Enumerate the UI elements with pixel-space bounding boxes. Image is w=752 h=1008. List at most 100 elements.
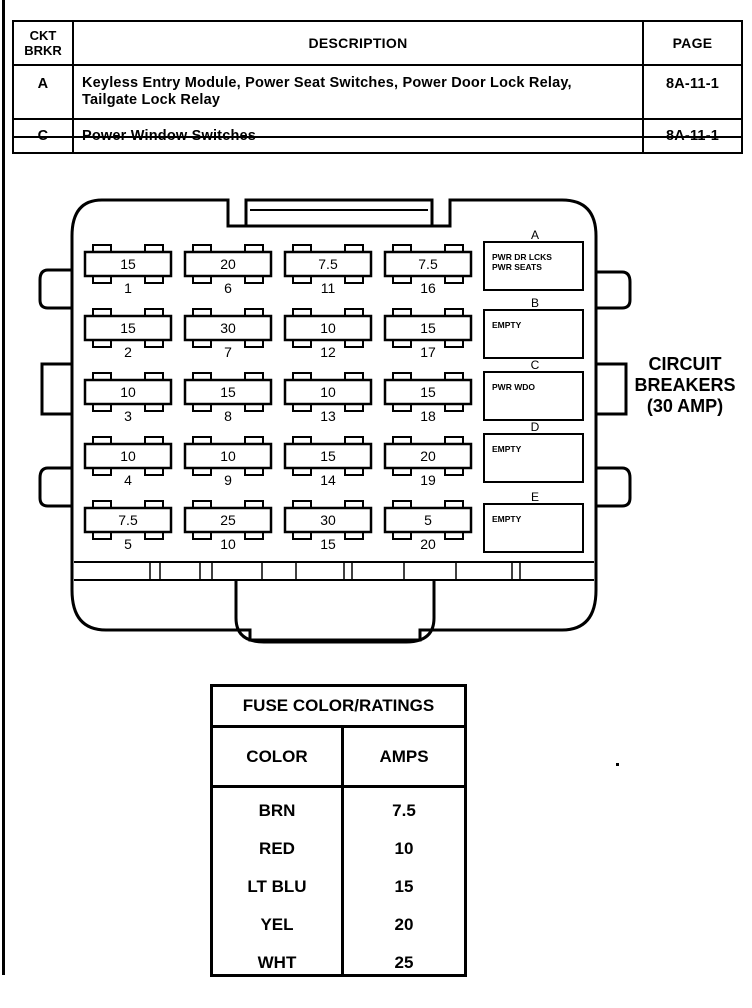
- fuse-number: 6: [224, 280, 232, 296]
- fuse-body: [83, 378, 173, 406]
- fuse-body: [83, 250, 173, 278]
- fuse-number: 7: [224, 344, 232, 360]
- breaker-cell: C: [14, 120, 74, 152]
- fuse: [83, 500, 173, 540]
- fuse: [283, 500, 373, 540]
- fuse-number: 14: [320, 472, 336, 488]
- fuse: [183, 244, 273, 284]
- breaker-header-line-2: BRKR: [24, 43, 62, 58]
- fuse: [83, 436, 173, 476]
- fuse-rating: 15: [120, 256, 136, 272]
- circuit-breaker-slot: [483, 309, 584, 359]
- fuse-color-value: BRN: [258, 801, 296, 820]
- fuse-rating: 25: [220, 512, 236, 528]
- fuse-rating: 15: [120, 320, 136, 336]
- breaker-column-header: CKT BRKR: [14, 22, 74, 64]
- fuse: [383, 436, 473, 476]
- fuse-rating: 5: [424, 512, 432, 528]
- fuse: [283, 372, 373, 412]
- circuit-breaker-reference-table: CKT BRKR DESCRIPTION PAGE A Keyless Entr…: [12, 20, 743, 154]
- fuse: [283, 244, 373, 284]
- fuse-number: 20: [420, 536, 436, 552]
- circuit-breaker-label-line: EMPTY: [492, 320, 522, 330]
- circuit-breaker-label: EMPTY: [492, 514, 521, 524]
- circuit-breaker-letter: C: [530, 358, 540, 372]
- circuit-breaker-letter: B: [530, 296, 539, 310]
- fuse-rating: 10: [320, 320, 336, 336]
- description-cell: Keyless Entry Module, Power Seat Switche…: [74, 66, 644, 136]
- fuse-body: [383, 250, 473, 278]
- page-header-text: PAGE: [672, 35, 713, 51]
- fuse-amps-value: 20: [394, 915, 414, 934]
- circuit-breaker-label: EMPTY: [492, 444, 521, 454]
- fuse-body: [83, 442, 173, 470]
- fuse: [183, 436, 273, 476]
- page-cell: 8A-11-1: [644, 120, 741, 152]
- fuse-number: 17: [420, 344, 436, 360]
- fuse-body: [83, 506, 173, 534]
- fuse: [83, 372, 173, 412]
- breaker-letter: C: [37, 127, 49, 144]
- fuse-amps-value: 15: [394, 877, 414, 896]
- circuit-breaker-label: EMPTY: [492, 320, 521, 330]
- reference-table-row: C Power Window Switches 8A-11-1: [12, 118, 743, 154]
- description-line: Power Window Switches: [82, 127, 257, 144]
- page-reference: 8A-11-1: [666, 76, 719, 92]
- circuit-breaker-slot: [483, 241, 584, 291]
- circuit-breaker-shapes: [483, 241, 584, 553]
- fuse-body: [383, 378, 473, 406]
- circuit-breaker-slot: [483, 371, 584, 421]
- fuse-body: [283, 506, 373, 534]
- fuse-rating: 20: [220, 256, 236, 272]
- reference-table-row: A Keyless Entry Module, Power Seat Switc…: [12, 64, 743, 138]
- breaker-header-line-1: CKT: [29, 28, 57, 43]
- description-column-header: DESCRIPTION: [74, 22, 644, 64]
- page-column-header: PAGE: [644, 22, 741, 64]
- fuse-color-value: YEL: [260, 915, 294, 934]
- fuse-rating: 7.5: [118, 512, 138, 528]
- fuse-rating: 15: [320, 448, 336, 464]
- fuse-body: [183, 250, 273, 278]
- fuse-rating: 30: [220, 320, 236, 336]
- circuit-breaker-letter: E: [530, 490, 539, 504]
- fuse-rating: 10: [120, 448, 136, 464]
- fuse-amps-value: 25: [394, 953, 414, 972]
- fuse-body: [283, 378, 373, 406]
- fuse-body: [383, 506, 473, 534]
- fuse-rating: 10: [120, 384, 136, 400]
- fuse-body: [283, 250, 373, 278]
- left-margin-rule: [2, 0, 5, 975]
- fuse-number: 10: [220, 536, 236, 552]
- circuit-breaker-label-line: PWR SEATS: [492, 262, 542, 272]
- fuse: [383, 244, 473, 284]
- circuit-breaker-label-line: PWR DR LCKS: [492, 252, 552, 262]
- description-line: Keyless Entry Module, Power Seat Switche…: [82, 75, 572, 91]
- fuse-color-value: RED: [259, 839, 295, 858]
- fuse-number: 4: [124, 472, 132, 488]
- fuse-rating: 15: [420, 320, 436, 336]
- fuse-body: [183, 314, 273, 342]
- page-cell: 8A-11-1: [644, 66, 741, 136]
- fuse-rating: 10: [220, 448, 236, 464]
- fuse-body: [283, 442, 373, 470]
- circuit-breakers-label-line: (30 AMP): [646, 396, 724, 416]
- fuse-rating: 15: [420, 384, 436, 400]
- bottom-rail-ticks: [149, 562, 521, 580]
- fuse-shapes: [83, 244, 473, 540]
- ratings-column-divider: [341, 728, 344, 974]
- description-line: Tailgate Lock Relay: [82, 92, 221, 108]
- fuse-number: 18: [420, 408, 436, 424]
- fuse-rating: 7.5: [418, 256, 438, 272]
- fuse-number: 19: [420, 472, 436, 488]
- description-header-text: DESCRIPTION: [308, 35, 408, 51]
- ratings-table-title: FUSE COLOR/RATINGS: [213, 687, 464, 728]
- fuse-rating: 7.5: [318, 256, 338, 272]
- fuse-rating: 15: [220, 384, 236, 400]
- fuse: [283, 436, 373, 476]
- fuse-number: 13: [320, 408, 336, 424]
- fuse-block-diagram: [38, 198, 632, 644]
- fuse-number: 9: [224, 472, 232, 488]
- fuse: [183, 500, 273, 540]
- fuse: [83, 244, 173, 284]
- circuit-breaker-letter: D: [530, 420, 540, 434]
